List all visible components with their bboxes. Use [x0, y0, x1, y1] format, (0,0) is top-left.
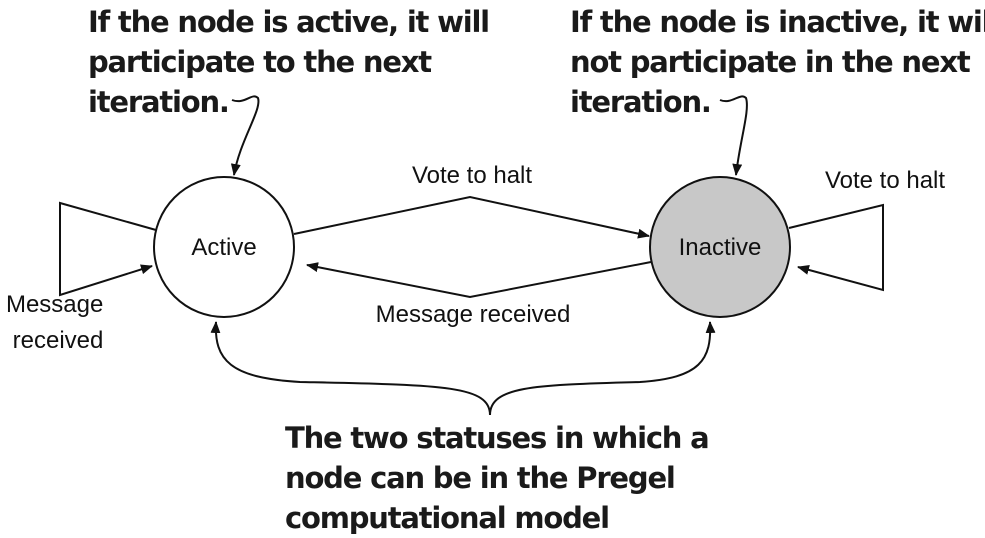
vote-to-halt-label: Vote to halt [412, 162, 532, 189]
active-note: If the node is active, it will participa… [88, 5, 498, 119]
inactive-node-label: Inactive [679, 234, 762, 261]
inactive-note: If the node is inactive, it will not par… [570, 5, 985, 119]
caption-brace [210, 321, 491, 416]
active-node-label: Active [191, 234, 256, 261]
inactive-self-loop-label: Vote to halt [825, 167, 945, 194]
inactive-self-loop [788, 203, 884, 292]
caption: The two statuses in which a node can be … [285, 421, 717, 535]
message-received-edge [306, 261, 652, 299]
message-received-label: Message received [376, 301, 571, 328]
active-self-loop [59, 201, 157, 297]
inactive-callout-arrow [719, 95, 748, 176]
caption-brace-right [489, 321, 716, 416]
active-self-loop-label: Message received [6, 291, 110, 354]
active-node [153, 176, 295, 318]
inactive-node [649, 176, 791, 318]
vote-to-halt-edge [293, 195, 650, 239]
active-callout-arrow [230, 95, 260, 176]
